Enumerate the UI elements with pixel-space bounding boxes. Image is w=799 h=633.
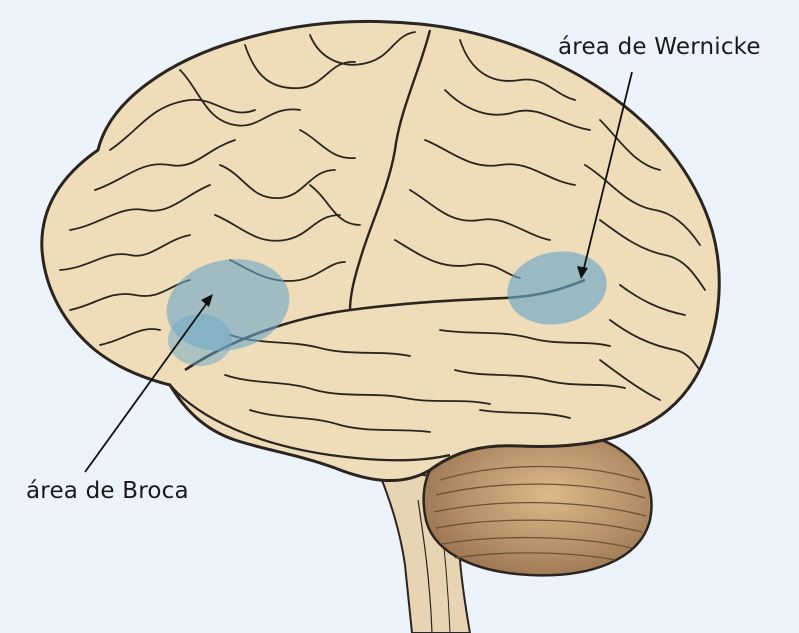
cerebrum [42, 21, 719, 480]
broca-area-label: área de Broca [26, 478, 189, 504]
wernicke-area-label: área de Wernicke [558, 34, 761, 60]
